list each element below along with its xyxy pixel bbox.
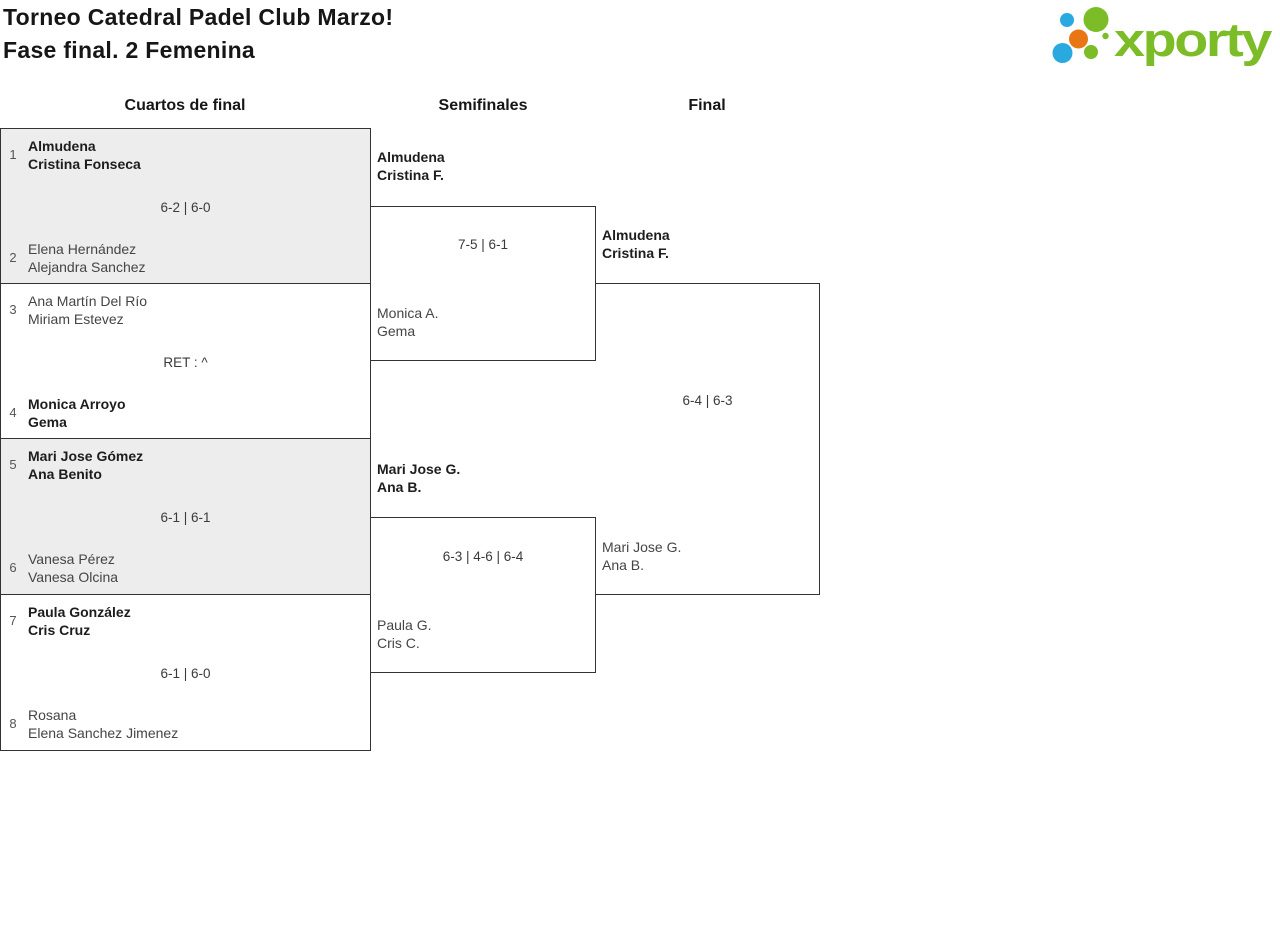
- logo-dot-green-tiny: [1102, 32, 1109, 40]
- player-name: Ana Martín Del Río: [28, 293, 148, 309]
- final-match-connector: [595, 283, 820, 595]
- player-name: Cris Cruz: [28, 622, 91, 638]
- team-names: Paula González Cris Cruz: [28, 603, 131, 639]
- team-names: Almudena Cristina Fonseca: [28, 137, 141, 173]
- match-score: 7-5 | 6-1: [457, 237, 509, 252]
- logo-dot-orange: [1069, 29, 1088, 49]
- player-name: Ana B.: [377, 479, 422, 495]
- team-names: Mari Jose G. Ana B.: [377, 460, 460, 496]
- logo-dot-blue-large: [1052, 43, 1073, 63]
- player-name: Ana Benito: [28, 466, 102, 482]
- team-names: Elena Hernández Alejandra Sanchez: [28, 240, 146, 276]
- player-name: Mari Jose G.: [602, 539, 682, 555]
- team-names: Almudena Cristina F.: [602, 226, 670, 262]
- quarterfinal-match-3: 5 Mari Jose Gómez Ana Benito 6-1 | 6-1 6…: [0, 438, 371, 595]
- team-names: Paula G. Cris C.: [377, 616, 431, 652]
- player-name: Rosana: [28, 707, 77, 723]
- seed-number: 3: [9, 302, 17, 317]
- match-score: RET : ^: [163, 355, 208, 370]
- seed-number: 8: [9, 716, 17, 731]
- seed-number: 7: [9, 613, 17, 628]
- player-name: Paula González: [28, 604, 131, 620]
- player-name: Gema: [28, 414, 67, 430]
- player-name: Ana B.: [602, 557, 645, 573]
- team-names: Monica Arroyo Gema: [28, 395, 126, 431]
- player-name: Almudena: [377, 149, 445, 165]
- player-name: Gema: [377, 323, 416, 339]
- match-score: 6-1 | 6-1: [160, 510, 211, 525]
- semifinal-match-2-connector: [370, 517, 596, 673]
- tournament-name: Torneo Catedral Padel Club Marzo!: [3, 4, 394, 30]
- match-score: 6-1 | 6-0: [160, 666, 211, 681]
- logo-wordmark: xporty: [1114, 13, 1272, 66]
- team-names: Vanesa Pérez Vanesa Olcina: [28, 550, 118, 586]
- team-names: Ana Martín Del Río Miriam Estevez: [28, 292, 147, 328]
- logo-dot-blue-small: [1060, 13, 1074, 27]
- player-name: Vanesa Pérez: [28, 551, 115, 567]
- player-name: Almudena: [602, 227, 670, 243]
- player-name: Vanesa Olcina: [28, 569, 119, 585]
- seed-number: 4: [9, 405, 17, 420]
- match-score: 6-3 | 4-6 | 6-4: [442, 549, 524, 564]
- player-name: Monica A.: [377, 305, 439, 321]
- phase-category: Fase final. 2 Femenina: [3, 37, 256, 63]
- player-name: Cristina F.: [377, 167, 444, 183]
- team-names: Mari Jose Gómez Ana Benito: [28, 447, 143, 483]
- player-name: Cris C.: [377, 635, 420, 651]
- match-score: 6-2 | 6-0: [160, 200, 211, 215]
- team-names: Mari Jose G. Ana B.: [602, 538, 681, 574]
- page-title: Torneo Catedral Padel Club Marzo! Fase f…: [3, 1, 393, 67]
- logo-dot-green-large: [1083, 7, 1109, 32]
- quarterfinal-match-2: 3 Ana Martín Del Río Miriam Estevez RET …: [0, 283, 371, 439]
- quarterfinal-match-1: 1 Almudena Cristina Fonseca 6-2 | 6-0 2 …: [0, 128, 371, 284]
- seed-number: 1: [9, 147, 17, 162]
- round-header-quarterfinals: Cuartos de final: [124, 97, 246, 114]
- player-name: Elena Hernández: [28, 241, 137, 257]
- round-header-final: Final: [688, 97, 726, 114]
- quarterfinal-match-4: 7 Paula González Cris Cruz 6-1 | 6-0 8 R…: [0, 594, 371, 751]
- seed-number: 6: [9, 560, 17, 575]
- player-name: Mari Jose G.: [377, 461, 461, 477]
- player-name: Cristina F.: [602, 245, 669, 261]
- logo-dot-green-small: [1084, 45, 1098, 59]
- player-name: Monica Arroyo: [28, 396, 126, 412]
- player-name: Miriam Estevez: [28, 311, 124, 327]
- player-name: Cristina Fonseca: [28, 156, 141, 172]
- seed-number: 2: [9, 250, 17, 265]
- player-name: Paula G.: [377, 617, 432, 633]
- team-names: Almudena Cristina F.: [377, 148, 445, 184]
- player-name: Mari Jose Gómez: [28, 448, 144, 464]
- player-name: Alejandra Sanchez: [28, 259, 146, 275]
- team-names: Monica A. Gema: [377, 304, 438, 340]
- xporty-logo[interactable]: xporty: [1048, 2, 1274, 72]
- team-names: Rosana Elena Sanchez Jimenez: [28, 706, 178, 742]
- player-name: Almudena: [28, 138, 96, 154]
- seed-number: 5: [9, 457, 17, 472]
- match-score: 6-4 | 6-3: [682, 393, 733, 408]
- round-header-semifinals: Semifinales: [438, 97, 528, 114]
- player-name: Elena Sanchez Jimenez: [28, 725, 179, 741]
